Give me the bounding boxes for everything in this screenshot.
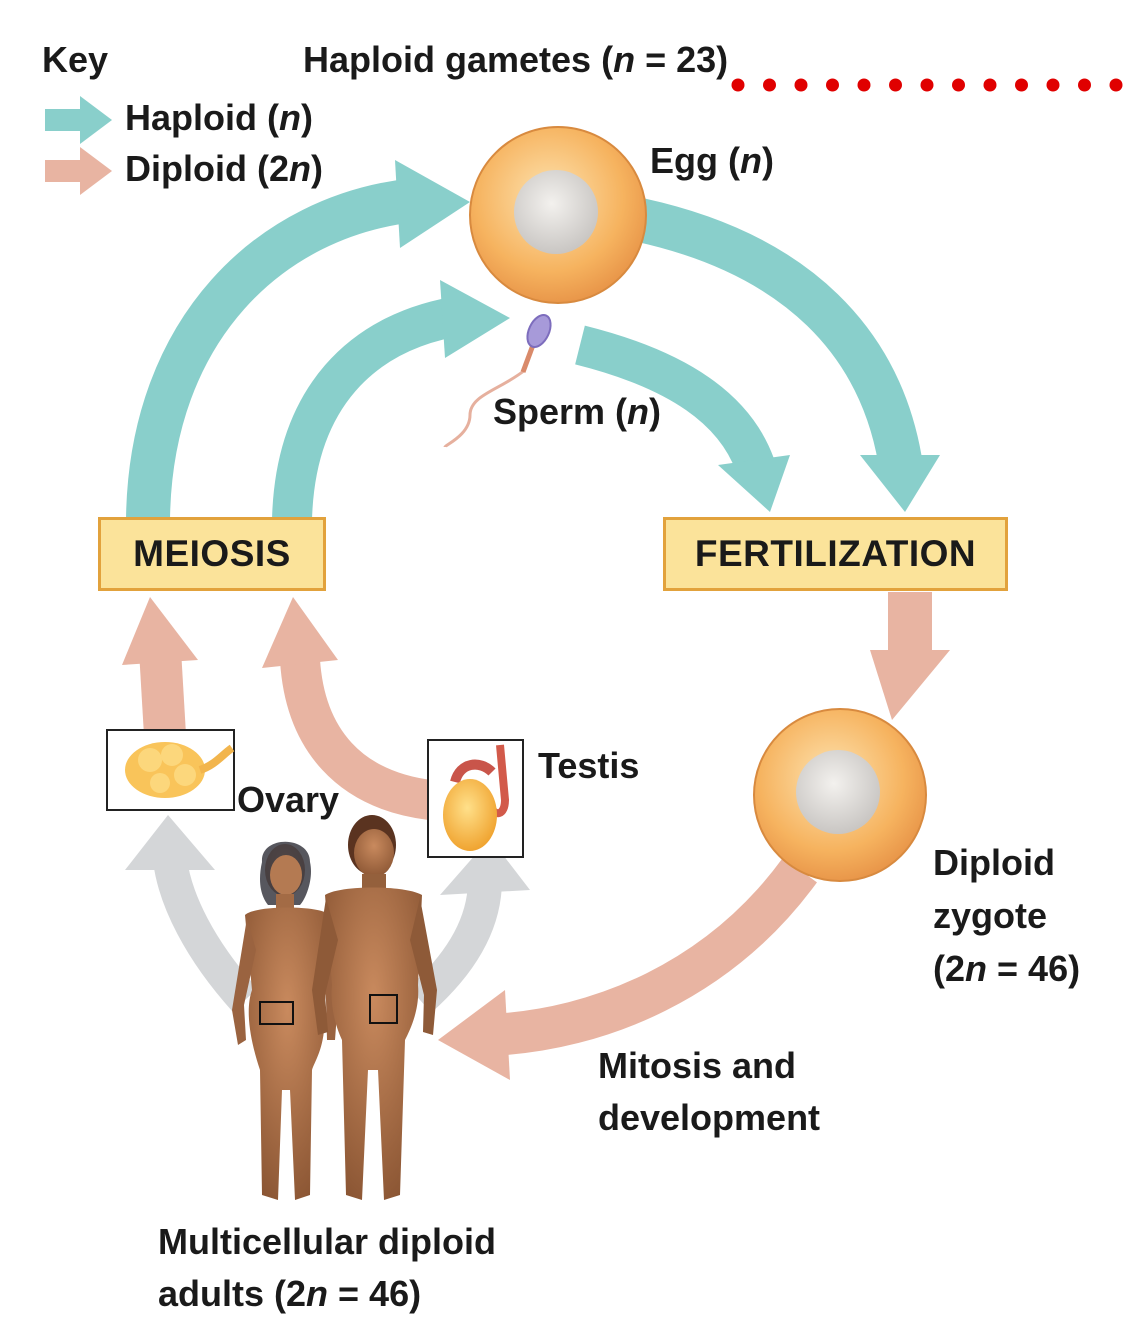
zygote-nucleus <box>796 750 880 834</box>
egg-cell <box>469 126 647 304</box>
haploid-arrow-meiosis-to-egg <box>126 178 418 521</box>
gametes-var: n <box>613 39 636 80</box>
sperm-label: Sperm (n) <box>493 391 662 432</box>
adults-line2-var: n <box>306 1273 329 1314</box>
meiosis-box: MEIOSIS <box>98 517 326 591</box>
red-dot <box>763 78 776 92</box>
sperm-var: n <box>627 391 650 432</box>
egg-suffix: ) <box>761 140 774 181</box>
diploid-arrow-testis-to-meiosis <box>280 658 433 820</box>
adults-line2-suffix: = 46) <box>328 1273 422 1314</box>
haploid-arrowhead-sperm <box>440 280 510 358</box>
red-dot <box>983 78 997 92</box>
haploid-key-arrow <box>45 96 112 144</box>
haploid-arrow-egg-to-fertilization <box>635 198 922 465</box>
red-dot <box>952 78 965 92</box>
red-dot <box>1015 78 1028 92</box>
haploid-arrow-meiosis-to-sperm <box>272 295 469 521</box>
diploid-arrow-ovary-to-meiosis <box>139 648 186 737</box>
ovary-illustration <box>106 729 235 811</box>
female-adult-figure <box>232 841 338 1200</box>
red-dot <box>920 78 934 92</box>
red-dot <box>826 78 839 92</box>
mitosis-line2: development <box>598 1097 821 1138</box>
adults-line2-prefix: adults (2 <box>158 1273 307 1314</box>
haploid-key-close: ) <box>300 97 313 138</box>
red-dot <box>1046 78 1060 92</box>
zygote-line3: (2n = 46) <box>933 942 1080 995</box>
red-dotted-line <box>731 78 1123 92</box>
gametes-suffix: = 23) <box>635 39 729 80</box>
adults-label: Multicellular diploid adults (2n = 46) <box>158 1216 496 1320</box>
mitosis-label: Mitosis and development <box>598 1040 820 1144</box>
haploid-key-label: Haploid (n) <box>125 97 313 138</box>
red-dot <box>731 78 745 92</box>
zygote-cell <box>753 708 927 882</box>
zygote-line3-prefix: (2 <box>933 948 966 989</box>
egg-nucleus <box>514 170 598 254</box>
meiosis-label: MEIOSIS <box>133 533 291 574</box>
red-dot <box>1078 78 1091 92</box>
haploid-arrowhead-egg <box>395 160 470 248</box>
red-dot <box>857 78 871 92</box>
male-adult-figure <box>312 815 437 1200</box>
haploid-key-text: Haploid ( <box>125 97 279 138</box>
gray-arrowhead-ovary <box>125 815 215 870</box>
haploid-arrow-sperm-to-fertilization <box>575 325 774 473</box>
zygote-line2: zygote <box>933 895 1048 936</box>
mitosis-line1: Mitosis and <box>598 1045 797 1086</box>
male-testis-marker <box>369 994 398 1024</box>
testis-label: Testis <box>538 745 640 786</box>
ovary-label: Ovary <box>237 779 340 820</box>
diploid-arrowhead-adults <box>438 990 510 1080</box>
diploid-key-close: ) <box>311 148 323 189</box>
egg-label: Egg (n) <box>650 140 774 181</box>
sperm-cell <box>443 314 552 449</box>
female-ovary-marker <box>259 1001 294 1025</box>
zygote-label: Diploid zygote (2n = 46) <box>933 836 1080 995</box>
fertilization-box: FERTILIZATION <box>663 517 1008 591</box>
red-dot <box>794 78 808 92</box>
gametes-prefix: Haploid gametes ( <box>303 39 614 80</box>
haploid-arrowhead-fertilization-inner <box>718 455 790 512</box>
testis-illustration <box>427 739 524 858</box>
adults-line2: adults (2n = 46) <box>158 1268 496 1320</box>
adults-line1: Multicellular diploid <box>158 1221 497 1262</box>
diploid-arrowhead-meiosis-inner <box>262 597 338 668</box>
zygote-line3-suffix: = 46) <box>987 948 1081 989</box>
key-title: Key <box>42 39 109 80</box>
diploid-key-var: n <box>289 148 311 189</box>
diploid-arrowhead-zygote <box>870 650 950 720</box>
haploid-arrowhead-fertilization-outer <box>860 455 940 512</box>
fertilization-label: FERTILIZATION <box>694 533 977 574</box>
zygote-line3-var: n <box>965 948 988 989</box>
haploid-gametes-label: Haploid gametes (n = 23) <box>303 39 729 80</box>
egg-prefix: Egg ( <box>650 140 740 181</box>
diploid-arrowhead-meiosis-outer <box>122 597 198 665</box>
sperm-prefix: Sperm ( <box>493 391 628 432</box>
diploid-key-label: Diploid (2n) <box>125 148 323 189</box>
haploid-key-var: n <box>278 97 301 138</box>
diploid-key-arrow <box>45 147 112 195</box>
diploid-arrow-zygote-to-adults <box>488 857 817 1056</box>
red-dot <box>889 78 902 92</box>
egg-var: n <box>739 140 762 181</box>
zygote-line1: Diploid <box>933 842 1055 883</box>
gray-arrowhead-testis <box>440 838 530 895</box>
sperm-suffix: ) <box>649 391 662 432</box>
gray-arrow-to-ovary <box>153 857 258 1012</box>
diploid-key-text: Diploid (2 <box>125 148 289 189</box>
red-dot <box>1109 78 1123 92</box>
